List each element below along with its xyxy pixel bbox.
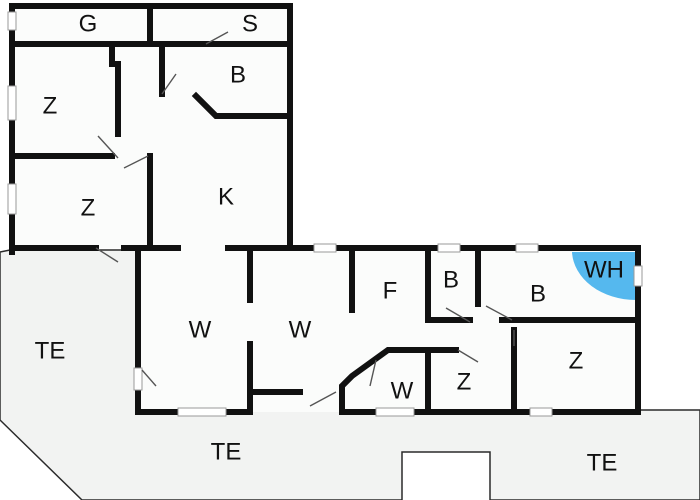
room-label-g: G xyxy=(79,10,98,37)
walls xyxy=(9,3,641,415)
room-label-te-left: TE xyxy=(35,337,66,364)
door-swing xyxy=(457,349,479,363)
door-swing xyxy=(123,155,149,169)
wall-z-upper-right xyxy=(109,41,121,137)
window xyxy=(633,265,643,287)
room-label-b-top: B xyxy=(230,61,246,88)
room-label-te-bottom: TE xyxy=(211,438,242,465)
door-swing xyxy=(445,307,471,323)
windows xyxy=(7,11,643,417)
door-swing xyxy=(309,391,337,407)
window xyxy=(437,243,461,253)
room-label-w-center: W xyxy=(289,316,312,343)
window xyxy=(7,183,17,215)
window xyxy=(529,407,553,417)
window xyxy=(313,243,337,253)
window xyxy=(375,407,415,417)
door-swing xyxy=(97,135,119,159)
wall-f-right xyxy=(425,249,473,323)
room-label-b-small: B xyxy=(443,266,459,293)
door-swing xyxy=(161,73,177,95)
window xyxy=(515,243,539,253)
door-swing xyxy=(141,369,157,387)
wall-wing-top xyxy=(287,245,641,415)
room-label-w-left: W xyxy=(189,316,212,343)
wall-w-small xyxy=(339,347,459,415)
floor-wing xyxy=(138,248,638,412)
door-swing xyxy=(369,359,377,387)
wellness-area xyxy=(572,252,636,301)
window xyxy=(7,85,17,121)
door-swing xyxy=(205,31,229,45)
window xyxy=(177,407,227,417)
room-label-b-right: B xyxy=(530,280,546,307)
room-label-z-small: Z xyxy=(457,368,472,395)
room-label-k: K xyxy=(218,183,234,210)
room-label-w-small: W xyxy=(391,377,414,404)
window xyxy=(133,367,143,391)
door-swing xyxy=(485,305,513,321)
room-label-f: F xyxy=(383,277,398,304)
wall-b-top-bottom xyxy=(191,91,293,119)
room-label-z-upper-left: Z xyxy=(43,92,58,119)
room-labels: G S B Z Z K W W F B B WH Z Z W TE TE TE xyxy=(35,10,624,476)
window xyxy=(7,11,17,31)
doors xyxy=(95,31,515,407)
room-label-z-right: Z xyxy=(569,347,584,374)
room-label-wh: WH xyxy=(584,256,624,283)
room-label-te-right: TE xyxy=(587,449,618,476)
room-label-s: S xyxy=(242,10,258,37)
door-swing xyxy=(95,247,119,263)
room-label-z-lower-left: Z xyxy=(81,194,96,221)
